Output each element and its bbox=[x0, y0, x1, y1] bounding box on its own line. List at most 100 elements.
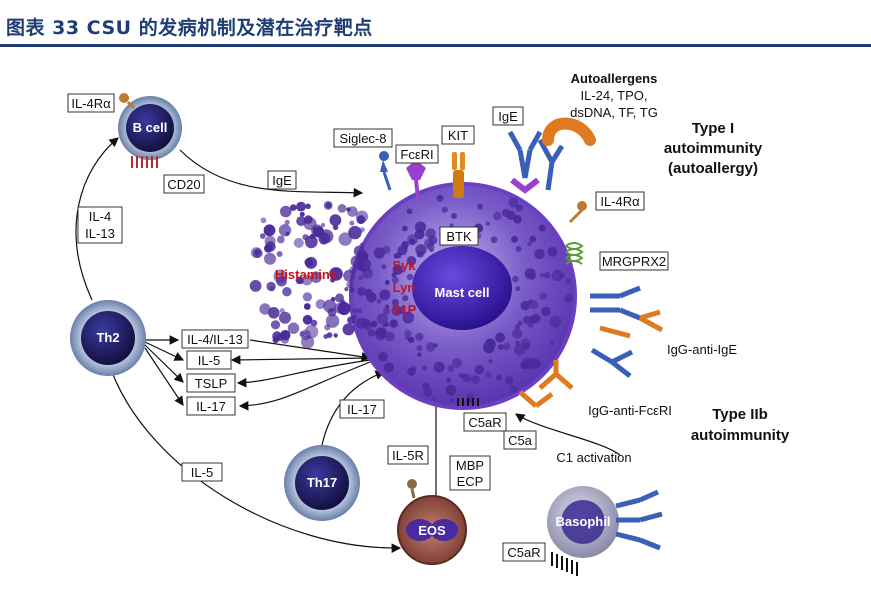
mast-granule bbox=[529, 235, 536, 243]
mast-granule bbox=[401, 240, 409, 249]
svg-text:IL-17: IL-17 bbox=[347, 402, 377, 417]
mast-granule bbox=[527, 241, 532, 247]
mast-granule bbox=[450, 398, 454, 403]
mast-cell: Mast cell bbox=[349, 182, 577, 410]
histamine-granule bbox=[287, 322, 300, 334]
histamine-granule bbox=[360, 267, 365, 272]
header-rule bbox=[0, 44, 871, 47]
mast-granule bbox=[370, 320, 378, 328]
mast-granule bbox=[445, 384, 457, 396]
svg-text:IL-5: IL-5 bbox=[191, 465, 213, 480]
histamine-granule bbox=[296, 201, 306, 212]
mast-granule bbox=[503, 342, 511, 351]
mast-granule bbox=[391, 298, 399, 307]
histamine-granule bbox=[327, 307, 337, 317]
mast-granule bbox=[364, 288, 373, 298]
mast-granule bbox=[520, 300, 531, 311]
histamine-granule bbox=[269, 286, 275, 292]
mast-granule bbox=[407, 234, 418, 246]
histamine-granule bbox=[264, 235, 276, 247]
mast-granule bbox=[512, 328, 523, 339]
histamine-granule bbox=[280, 335, 290, 344]
il5r-receptor-icon bbox=[407, 479, 417, 499]
svg-text:MRGPRX2: MRGPRX2 bbox=[602, 254, 666, 269]
ige-receptor-icon bbox=[507, 130, 565, 194]
label-il5-eos: IL-5 bbox=[181, 462, 223, 482]
mast-granule bbox=[513, 215, 522, 224]
label-fceri: FcεRI bbox=[395, 144, 439, 164]
th17-label: Th17 bbox=[307, 475, 337, 490]
histamine-granule bbox=[344, 287, 349, 292]
histamine-granule bbox=[310, 319, 318, 327]
histamine-granule bbox=[304, 235, 318, 249]
svg-text:IL-4Rα: IL-4Rα bbox=[71, 96, 111, 111]
svg-text:ECP: ECP bbox=[457, 474, 484, 489]
type1-line3: (autoallergy) bbox=[668, 160, 758, 177]
histamine-granule bbox=[312, 226, 324, 238]
svg-text:IL-5R: IL-5R bbox=[392, 448, 424, 463]
svg-text:BTK: BTK bbox=[446, 229, 472, 244]
histamine-granule bbox=[310, 271, 322, 284]
mast-granule bbox=[392, 264, 403, 275]
mast-granule bbox=[422, 382, 430, 390]
label-cd20: CD20 bbox=[163, 174, 205, 194]
mast-granule bbox=[490, 236, 498, 244]
mast-granule bbox=[534, 248, 545, 260]
histamine-granule bbox=[273, 269, 288, 284]
histamine-granule bbox=[279, 308, 285, 314]
histamine-label: Histamine bbox=[275, 267, 337, 282]
mast-granule bbox=[383, 307, 390, 315]
mast-granule bbox=[391, 276, 399, 284]
histamine-granule bbox=[357, 308, 362, 314]
histamine-granule bbox=[304, 215, 313, 224]
mast-granule bbox=[497, 344, 504, 351]
label-c5a: C5a bbox=[503, 430, 537, 450]
mast-granule bbox=[406, 256, 417, 266]
figure-title: 图表 33 CSU 的发病机制及潜在治疗靶点 bbox=[6, 17, 373, 39]
igg-anti-fceri-antibody-icon bbox=[518, 360, 574, 408]
label-mbp-ecp: MBP ECP bbox=[449, 455, 491, 491]
histamine-granule bbox=[278, 224, 292, 237]
histamine-granule bbox=[254, 249, 260, 256]
mast-granule bbox=[520, 338, 531, 349]
svg-text:IL-4: IL-4 bbox=[89, 209, 111, 224]
histamine-granule bbox=[346, 281, 354, 289]
label-kit: KIT bbox=[441, 125, 475, 145]
mast-granule bbox=[451, 213, 457, 219]
histamine-granule bbox=[284, 219, 290, 225]
autoallergens-title: Autoallergens bbox=[571, 71, 658, 86]
type2b-line1: Type IIb bbox=[712, 406, 768, 423]
label-il5r: IL-5R bbox=[387, 445, 429, 465]
histamine-granule bbox=[337, 301, 351, 316]
mast-granule bbox=[539, 292, 548, 300]
mast-granule bbox=[367, 329, 376, 337]
svg-text:MBP: MBP bbox=[456, 458, 484, 473]
mast-granule bbox=[488, 359, 493, 364]
histamine-granule bbox=[323, 334, 329, 339]
label-btk: BTK bbox=[439, 226, 479, 246]
mast-granule bbox=[402, 225, 408, 232]
mast-granule bbox=[474, 365, 485, 375]
histamine-granule bbox=[272, 331, 282, 342]
mast-granule bbox=[447, 365, 455, 372]
mast-granule bbox=[385, 304, 390, 309]
mast-granule bbox=[449, 223, 454, 228]
histamine-granule bbox=[301, 274, 313, 286]
histamine-granule bbox=[282, 287, 292, 297]
eos-cell: EOS bbox=[397, 479, 467, 565]
mast-granule bbox=[477, 203, 483, 210]
mast-granule bbox=[406, 273, 414, 281]
mast-granule bbox=[404, 329, 412, 338]
mast-granule bbox=[547, 246, 558, 257]
mast-granule bbox=[461, 373, 467, 379]
mast-granule bbox=[485, 338, 496, 350]
mast-granule bbox=[506, 210, 516, 220]
mast-granule bbox=[551, 269, 563, 282]
histamine-granule bbox=[349, 287, 355, 293]
basophil-ige-icon bbox=[615, 489, 663, 551]
label-il17: IL-17 bbox=[186, 396, 236, 416]
svg-text:Siglec-8: Siglec-8 bbox=[340, 131, 387, 146]
histamine-granule bbox=[260, 217, 267, 224]
mast-granule bbox=[431, 396, 436, 401]
mast-granules bbox=[355, 194, 574, 404]
